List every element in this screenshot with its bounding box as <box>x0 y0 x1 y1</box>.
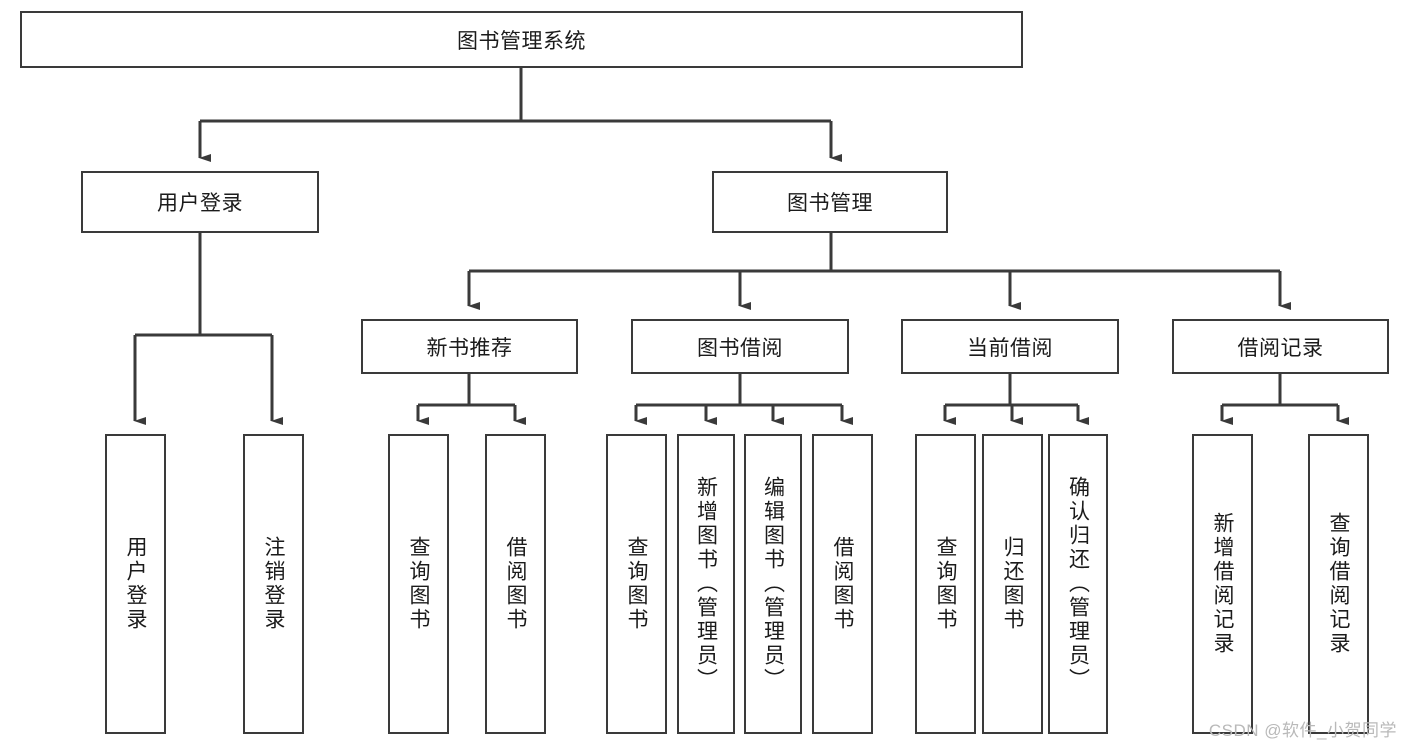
node-leaf-query-record-label: 查询借阅记录 <box>1327 512 1350 656</box>
node-leaf-add-record[interactable]: 新增借阅记录 <box>1192 434 1253 734</box>
node-root[interactable]: 图书管理系统 <box>20 11 1023 68</box>
node-leaf-user-logout[interactable]: 注销登录 <box>243 434 304 734</box>
node-leaf-query-book-1-label: 查询图书 <box>407 536 430 632</box>
node-leaf-user-login[interactable]: 用户登录 <box>105 434 166 734</box>
node-leaf-add-book-label: 新增图书（管理员） <box>694 476 718 692</box>
node-book-manage-label: 图书管理 <box>787 192 873 215</box>
node-leaf-query-book-2-label: 查询图书 <box>625 536 648 632</box>
node-leaf-user-logout-label: 注销登录 <box>262 536 285 632</box>
node-borrow-record[interactable]: 借阅记录 <box>1172 319 1389 374</box>
node-root-label: 图书管理系统 <box>457 29 586 53</box>
node-book-borrow-label: 图书借阅 <box>697 336 783 360</box>
node-leaf-borrow-book-1[interactable]: 借阅图书 <box>485 434 546 734</box>
node-leaf-confirm-return[interactable]: 确认归还（管理员） <box>1048 434 1108 734</box>
node-leaf-add-book[interactable]: 新增图书（管理员） <box>677 434 735 734</box>
node-book-manage[interactable]: 图书管理 <box>712 171 948 233</box>
node-leaf-query-book-2[interactable]: 查询图书 <box>606 434 667 734</box>
node-leaf-query-book-3[interactable]: 查询图书 <box>915 434 976 734</box>
node-leaf-edit-book[interactable]: 编辑图书（管理员） <box>744 434 802 734</box>
node-leaf-user-login-label: 用户登录 <box>124 536 147 632</box>
node-new-book-recommend[interactable]: 新书推荐 <box>361 319 578 374</box>
node-leaf-return-book[interactable]: 归还图书 <box>982 434 1043 734</box>
node-leaf-query-book-3-label: 查询图书 <box>934 536 957 632</box>
node-leaf-confirm-return-label: 确认归还（管理员） <box>1066 476 1090 692</box>
node-leaf-return-book-label: 归还图书 <box>1001 536 1024 632</box>
node-leaf-add-record-label: 新增借阅记录 <box>1211 512 1234 656</box>
node-borrow-record-label: 借阅记录 <box>1237 336 1324 360</box>
node-current-borrow[interactable]: 当前借阅 <box>901 319 1119 374</box>
node-leaf-query-record[interactable]: 查询借阅记录 <box>1308 434 1369 734</box>
node-leaf-borrow-book-2[interactable]: 借阅图书 <box>812 434 873 734</box>
node-user-login[interactable]: 用户登录 <box>81 171 319 233</box>
csdn-watermark: CSDN @软件_小贺同学 <box>1208 721 1397 740</box>
node-leaf-borrow-book-2-label: 借阅图书 <box>831 536 854 632</box>
node-leaf-edit-book-label: 编辑图书（管理员） <box>761 476 785 692</box>
node-user-login-label: 用户登录 <box>157 192 243 215</box>
node-book-borrow[interactable]: 图书借阅 <box>631 319 849 374</box>
node-leaf-borrow-book-1-label: 借阅图书 <box>504 536 527 632</box>
node-leaf-query-book-1[interactable]: 查询图书 <box>388 434 449 734</box>
node-new-book-recommend-label: 新书推荐 <box>426 336 513 360</box>
node-current-borrow-label: 当前借阅 <box>967 336 1053 360</box>
